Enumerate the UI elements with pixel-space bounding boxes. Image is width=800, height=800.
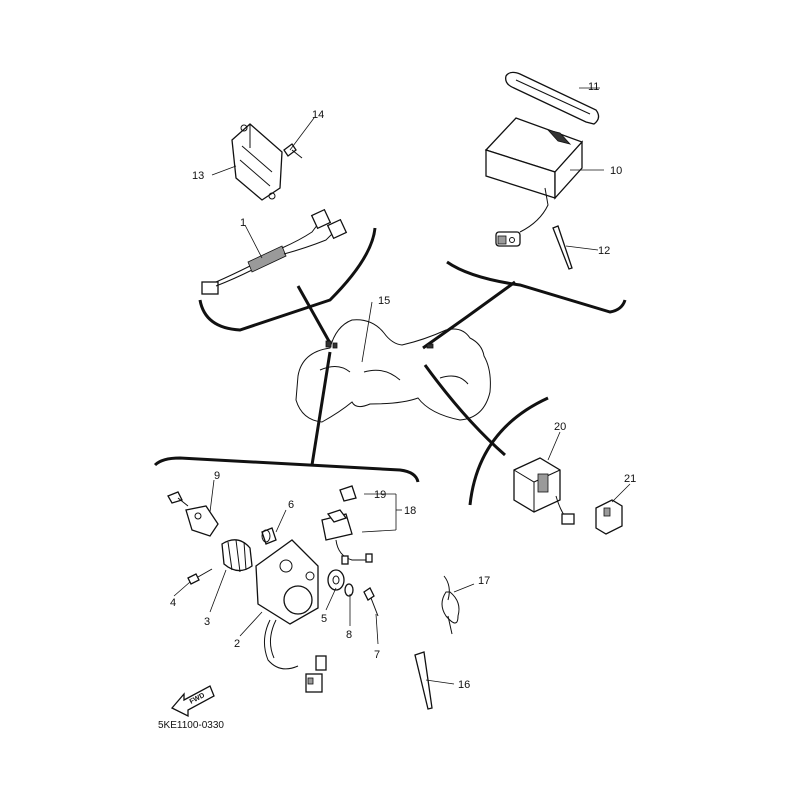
fuse-holder-18 bbox=[321, 509, 373, 565]
pointer-line-harness bbox=[296, 285, 332, 344]
callout-7: 7 bbox=[374, 649, 380, 661]
callout-20: 20 bbox=[554, 421, 566, 433]
wire-harness bbox=[201, 208, 348, 295]
pointer-line-switch bbox=[310, 351, 332, 466]
forward-direction-arrow: FWD bbox=[170, 685, 215, 718]
callout-5: 5 bbox=[321, 613, 327, 625]
starter-relay-body bbox=[255, 539, 327, 693]
battery-band bbox=[505, 71, 600, 125]
panel-wire-harness-outline bbox=[198, 227, 377, 332]
battery bbox=[484, 117, 584, 247]
leader-lines bbox=[173, 87, 631, 685]
callout-9: 9 bbox=[214, 470, 220, 482]
pointer-line-relay bbox=[423, 364, 506, 457]
callout-21: 21 bbox=[624, 473, 636, 485]
wire-clamp-17 bbox=[441, 575, 460, 635]
cable-tie-16 bbox=[414, 651, 433, 710]
callout-1: 1 bbox=[240, 217, 246, 229]
callout-18: 18 bbox=[404, 505, 416, 517]
callout-17: 17 bbox=[478, 575, 490, 587]
callout-11: 11 bbox=[588, 81, 599, 93]
callout-10: 10 bbox=[610, 165, 622, 177]
motorcycle-silhouette bbox=[295, 319, 491, 423]
callout-4: 4 bbox=[170, 597, 176, 609]
switch-bracket bbox=[167, 491, 219, 537]
panel-battery-outline bbox=[446, 260, 627, 314]
callout-8: 8 bbox=[346, 629, 352, 641]
callout-15: 15 bbox=[378, 295, 390, 307]
panel-relay-outline bbox=[468, 396, 549, 506]
bolt-7 bbox=[363, 587, 379, 617]
grommet-5 bbox=[327, 569, 345, 591]
starter-relay-coil bbox=[221, 539, 253, 573]
fuse-19 bbox=[339, 485, 357, 502]
callout-14: 14 bbox=[312, 109, 324, 121]
callout-6: 6 bbox=[288, 499, 294, 511]
collar-6 bbox=[261, 527, 277, 545]
panel-switch-outline bbox=[153, 456, 420, 483]
pointer-line-battery bbox=[422, 280, 516, 350]
connector-21 bbox=[595, 499, 623, 535]
rectifier-regulator bbox=[231, 123, 283, 201]
screw-4 bbox=[187, 568, 213, 585]
washer-8 bbox=[344, 583, 354, 597]
diagram-code: 5KE1100-0330 bbox=[158, 720, 224, 731]
callout-2: 2 bbox=[234, 638, 240, 650]
callout-16: 16 bbox=[458, 679, 470, 691]
callout-13: 13 bbox=[192, 170, 204, 182]
callout-12: 12 bbox=[598, 245, 610, 257]
relay-20 bbox=[513, 457, 575, 525]
cable-tie-battery bbox=[552, 225, 573, 270]
callout-19: 19 bbox=[374, 489, 386, 501]
callout-3: 3 bbox=[204, 616, 210, 628]
